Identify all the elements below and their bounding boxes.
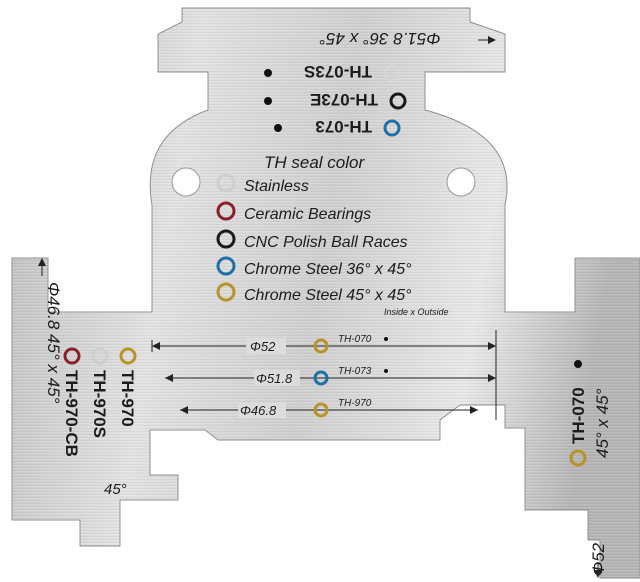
dimension-value: Φ51.8 bbox=[256, 371, 293, 386]
legend-item-label: Chrome Steel 45° x 45° bbox=[244, 287, 412, 304]
left-label-th970cb: TH-970-CB bbox=[62, 347, 81, 457]
left-label-th970s: TH-970S bbox=[90, 347, 109, 438]
top-label-text: TH-073S bbox=[304, 62, 372, 81]
dot-icon bbox=[264, 69, 272, 77]
right-tab-marking: TH-070 45° x 45° Φ52 bbox=[569, 360, 612, 578]
seal-ring-icon bbox=[313, 338, 329, 354]
seal-ring-icon bbox=[216, 256, 236, 276]
left-label-text: TH-970-CB bbox=[62, 370, 81, 457]
top-label-th073: TH-073 bbox=[274, 117, 401, 137]
left-label-th970: TH-970 bbox=[118, 347, 137, 427]
legend-item: Ceramic Bearings bbox=[216, 201, 371, 223]
left-tab-dimension-text: Φ46.8 45° x 45° bbox=[44, 282, 63, 404]
left-label-text: TH-970 bbox=[118, 370, 137, 427]
seal-ring-icon bbox=[216, 173, 236, 193]
center-dimensions: Φ52 TH-070 Φ51.8 TH-073 Φ46.8 TH-970 bbox=[151, 330, 497, 420]
legend-item-label: Ceramic Bearings bbox=[244, 206, 371, 223]
seal-ring-icon bbox=[216, 229, 236, 249]
dimension-row: Φ51.8 TH-073 bbox=[165, 366, 496, 386]
dot-icon bbox=[274, 124, 282, 132]
dot-icon bbox=[384, 369, 388, 373]
right-label-th070: TH-070 45° x 45° bbox=[569, 360, 612, 467]
dimension-row: Φ46.8 TH-970 bbox=[180, 398, 478, 418]
top-tab-arrowhead bbox=[488, 36, 496, 44]
seal-color-legend: TH seal color Stainless Ceramic Bearings… bbox=[216, 153, 449, 317]
top-label-th073s: TH-073S bbox=[264, 62, 401, 82]
dot-icon bbox=[264, 97, 272, 105]
legend-item: CNC Polish Ball Races bbox=[216, 229, 408, 251]
seal-ring-icon bbox=[389, 92, 407, 110]
left-bottom-angle: 45° bbox=[104, 481, 127, 498]
left-label-text: TH-970S bbox=[90, 370, 109, 438]
dimension-value: Φ52 bbox=[250, 339, 276, 354]
seal-ring-icon bbox=[119, 347, 137, 365]
top-label-text: TH-073 bbox=[315, 117, 372, 136]
top-tab-marking: Φ51.8 36° x 45° bbox=[319, 29, 441, 48]
legend-item-label: CNC Polish Ball Races bbox=[244, 234, 408, 251]
legend-item: Stainless bbox=[216, 173, 309, 195]
seal-ring-icon bbox=[216, 201, 236, 221]
left-tab-marking: Φ46.8 45° x 45° bbox=[38, 258, 63, 404]
legend-title: TH seal color bbox=[264, 153, 365, 172]
legend-item-label: Stainless bbox=[244, 178, 309, 195]
left-tab-labels: TH-970 TH-970S TH-970-CB 45° bbox=[62, 347, 137, 498]
plate-body bbox=[11, 7, 640, 579]
seal-ring-icon bbox=[569, 449, 587, 467]
mounting-hole-right bbox=[446, 167, 476, 197]
dot-icon bbox=[384, 337, 388, 341]
right-angle-text: 45° x 45° bbox=[593, 388, 612, 458]
seal-ring-icon bbox=[313, 370, 329, 386]
legend-item: Chrome Steel 36° x 45° bbox=[216, 256, 412, 278]
dimension-label: TH-070 bbox=[338, 334, 372, 345]
dot-icon bbox=[574, 360, 582, 368]
seal-ring-icon bbox=[313, 402, 329, 418]
top-label-th073e: TH-073E bbox=[264, 90, 407, 110]
mounting-hole-left bbox=[171, 167, 201, 197]
top-label-text: TH-073E bbox=[310, 90, 378, 109]
right-dimension-text: Φ52 bbox=[589, 542, 608, 576]
right-tab-arrowhead bbox=[594, 570, 602, 578]
legend-note: Inside x Outside bbox=[384, 307, 449, 317]
dimension-label: TH-970 bbox=[338, 398, 372, 409]
dimension-row: Φ52 TH-070 bbox=[152, 334, 496, 354]
legend-item-label: Chrome Steel 36° x 45° bbox=[244, 261, 412, 278]
seal-ring-icon bbox=[216, 282, 236, 302]
dimension-value: Φ46.8 bbox=[240, 403, 277, 418]
right-label-text: TH-070 bbox=[569, 387, 588, 444]
seal-ring-icon bbox=[383, 64, 401, 82]
top-dimension-text: Φ51.8 36° x 45° bbox=[319, 29, 441, 48]
legend-item: Chrome Steel 45° x 45° bbox=[216, 282, 412, 304]
seal-ring-icon bbox=[383, 119, 401, 137]
dimension-label: TH-073 bbox=[338, 366, 372, 377]
seal-ring-icon bbox=[63, 347, 81, 365]
top-labels: TH-073S TH-073E TH-073 bbox=[264, 62, 407, 137]
left-tab-arrowhead bbox=[38, 258, 46, 266]
seal-ring-icon bbox=[91, 347, 109, 365]
